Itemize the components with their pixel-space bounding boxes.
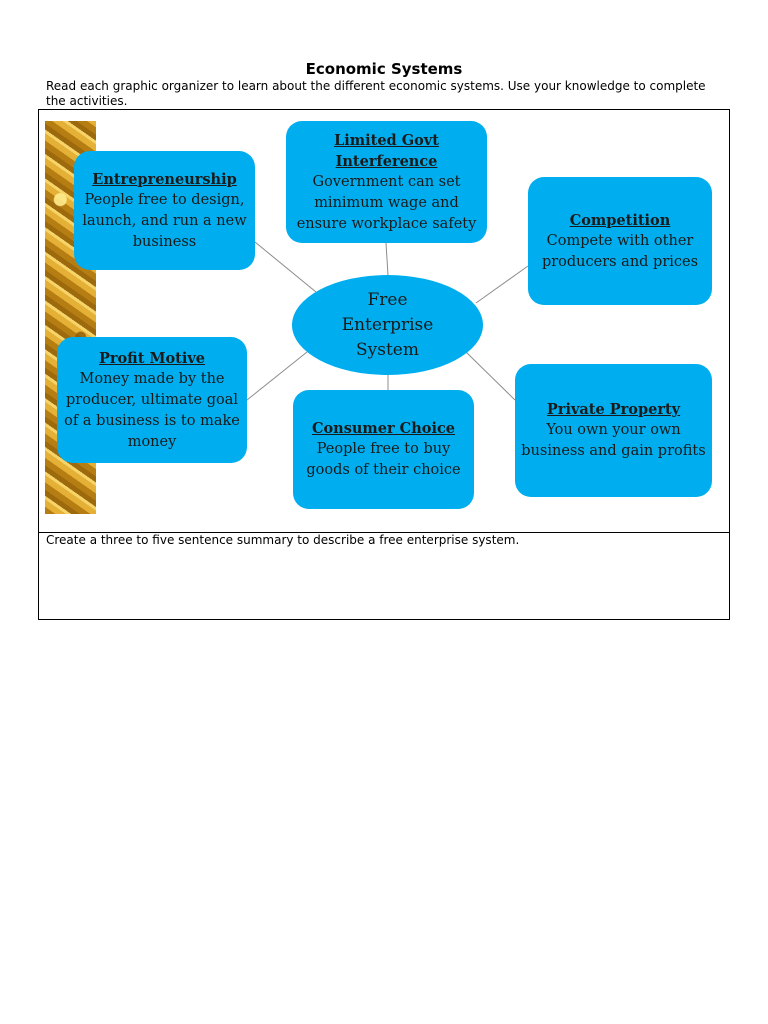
node-text: People free to buy goods of their choice (306, 441, 461, 478)
worksheet-table (38, 109, 730, 620)
summary-prompt: Create a three to five sentence summary … (46, 533, 520, 547)
node-entrepreneurship: Entrepreneurship People free to design, … (74, 151, 255, 270)
connector-profit-motive (246, 351, 308, 401)
connector-competition (475, 265, 529, 304)
node-text: Compete with other producers and prices (541, 232, 699, 270)
connector-entrepreneurship (254, 241, 317, 293)
node-text: Money made by the producer, ultimate goa… (64, 370, 240, 450)
node-heading: Limited Govt Interference (334, 131, 439, 170)
center-node: Free Enterprise System (292, 275, 483, 375)
node-heading: Entrepreneurship (92, 170, 237, 188)
node-text: Government can set minimum wage and ensu… (296, 173, 477, 232)
node-heading: Consumer Choice (311, 420, 456, 437)
connector-limited-govt (385, 242, 389, 276)
node-consumer-choice: Consumer Choice People free to buy goods… (293, 390, 474, 509)
node-heading: Private Property (546, 401, 681, 418)
node-profit-motive: Profit Motive Money made by the producer… (57, 337, 247, 463)
node-limited-govt: Limited Govt Interference Government can… (286, 121, 487, 243)
table-row-divider (38, 532, 730, 533)
page-title: Economic Systems (305, 60, 463, 78)
node-private-property: Private Property You own your own busine… (515, 364, 712, 497)
instructions-text: Read each graphic organizer to learn abo… (46, 79, 706, 108)
node-competition: Competition Compete with other producers… (528, 177, 712, 305)
node-text: People free to design, launch, and run a… (82, 191, 247, 250)
node-heading: Competition (569, 211, 671, 229)
node-heading: Profit Motive (98, 349, 206, 367)
node-text: You own your own business and gain profi… (521, 422, 706, 459)
connector-private-property (465, 351, 516, 401)
